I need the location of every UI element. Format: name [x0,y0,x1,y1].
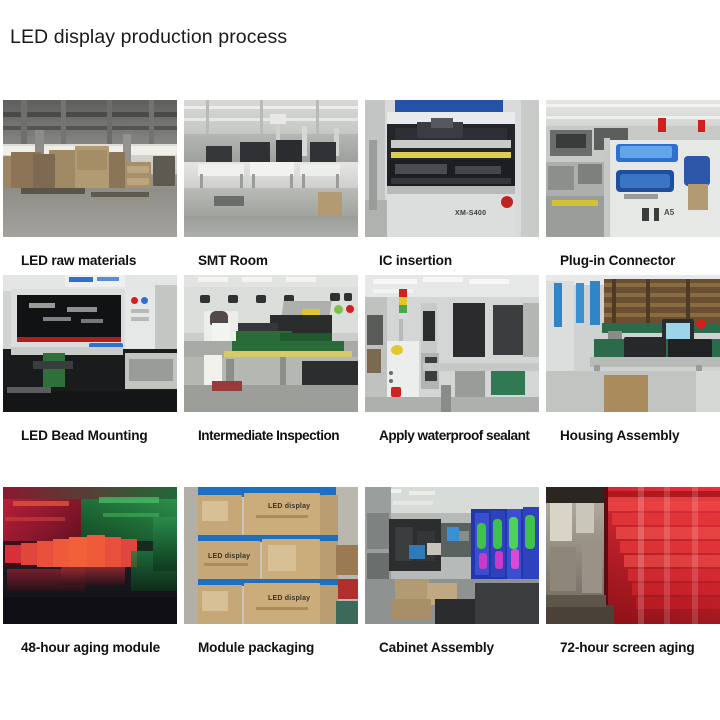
carton-label-led-display-2: LED display [208,553,251,560]
process-gallery-grid: LED raw materials [3,100,720,677]
gallery-item-led-raw-materials[interactable]: LED raw materials [3,100,177,275]
gallery-item-72-hour-screen-aging[interactable]: 72-hour screen aging [546,487,720,677]
caption-plug-in-connector: Plug-in Connector [560,253,676,268]
photo-smt-room[interactable] [184,100,358,237]
page-title: LED display production process [10,26,288,48]
caption-48-hour-aging-module: 48-hour aging module [21,640,160,655]
photo-intermediate-inspection[interactable] [184,275,358,412]
caption-72-hour-screen-aging: 72-hour screen aging [560,640,695,655]
carton-label-led-display-3: LED display [268,595,311,602]
photo-led-raw-materials[interactable] [3,100,177,237]
photo-ic-insertion[interactable]: XM-S400 [365,100,539,237]
caption-housing-assembly: Housing Assembly [560,428,680,443]
caption-apply-waterproof-sealant: Apply waterproof sealant [379,428,530,443]
machine-label-a5: A5 [664,208,675,217]
gallery-item-ic-insertion[interactable]: XM-S400 IC insertion [365,100,539,275]
gallery-item-housing-assembly[interactable]: Housing Assembly [546,275,720,487]
gallery-row-1: LED raw materials [3,100,720,275]
photo-apply-waterproof-sealant[interactable] [365,275,539,412]
photo-cabinet-assembly[interactable] [365,487,539,624]
gallery-item-plug-in-connector[interactable]: A5 Plug-in Connector [546,100,720,275]
carton-label-led-display-1: LED display [268,503,311,510]
machine-label-xm-s400: XM-S400 [455,210,487,217]
caption-smt-room: SMT Room [198,253,268,268]
gallery-row-2: LED Bead Mounting [3,275,720,487]
photo-plug-in-connector[interactable]: A5 [546,100,720,237]
gallery-row-3: 48-hour aging module LED display [3,487,720,677]
caption-ic-insertion: IC insertion [379,253,452,268]
photo-72-hour-screen-aging[interactable] [546,487,720,624]
caption-led-raw-materials: LED raw materials [21,253,137,268]
photo-48-hour-aging-module[interactable] [3,487,177,624]
gallery-item-led-bead-mounting[interactable]: LED Bead Mounting [3,275,177,487]
gallery-item-cabinet-assembly[interactable]: Cabinet Assembly [365,487,539,677]
gallery-item-intermediate-inspection[interactable]: Intermediate Inspection [184,275,358,487]
caption-intermediate-inspection: Intermediate Inspection [198,428,340,443]
gallery-item-48-hour-aging-module[interactable]: 48-hour aging module [3,487,177,677]
photo-led-bead-mounting[interactable] [3,275,177,412]
caption-module-packaging: Module packaging [198,640,315,655]
caption-cabinet-assembly: Cabinet Assembly [379,640,494,655]
caption-led-bead-mounting: LED Bead Mounting [21,428,148,443]
gallery-item-apply-waterproof-sealant[interactable]: Apply waterproof sealant [365,275,539,487]
photo-housing-assembly[interactable] [546,275,720,412]
gallery-item-smt-room[interactable]: SMT Room [184,100,358,275]
photo-module-packaging[interactable]: LED display LED display LED display [184,487,358,624]
gallery-item-module-packaging[interactable]: LED display LED display LED display [184,487,358,677]
